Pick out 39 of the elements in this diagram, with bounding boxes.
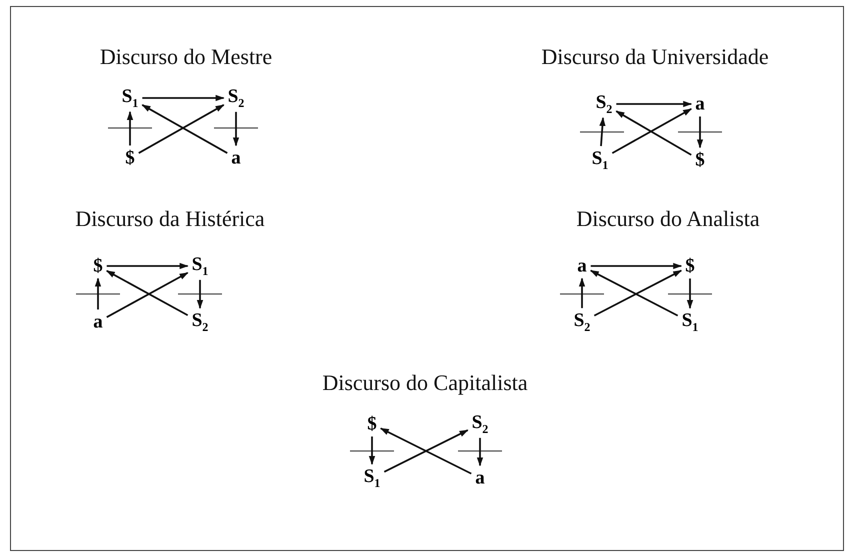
matheme-term: a (229, 148, 243, 168)
matheme-term: S$_{2}$ (190, 310, 210, 334)
matheme-term: S$_{2}$ (470, 412, 490, 436)
matheme-term: a (575, 256, 589, 276)
arrow (578, 278, 586, 308)
arrow (590, 262, 682, 270)
arrow (686, 278, 694, 309)
arrow (94, 278, 102, 310)
matheme-term: a (91, 312, 105, 332)
arrow (599, 117, 606, 146)
discourse-title: Discurso do Capitalista (322, 370, 528, 396)
arrow (616, 100, 692, 108)
matheme-term: S$_{2}$ (594, 92, 614, 116)
matheme-term: a (473, 468, 487, 488)
matheme-term: S$_{1}$ (680, 310, 700, 334)
matheme-term: $ (365, 414, 379, 434)
matheme-term: $ (693, 150, 707, 170)
discourse-title: Discurso do Mestre (100, 44, 272, 70)
arrow (476, 438, 484, 466)
discourse-title: Discurso da Universidade (541, 44, 769, 70)
arrow (196, 280, 204, 309)
matheme-term: S$_{2}$ (226, 86, 246, 110)
discourse-title: Discurso da Histérica (75, 206, 265, 232)
matheme-term: S$_{1}$ (590, 148, 610, 172)
arrow (142, 94, 225, 102)
discourse-title: Discurso do Analista (576, 206, 760, 232)
matheme-term: S$_{1}$ (362, 466, 382, 490)
arrow (232, 112, 240, 146)
matheme-term: $ (683, 256, 697, 276)
matheme-term: S$_{2}$ (572, 310, 592, 334)
arrow (106, 262, 189, 270)
matheme-term: $ (91, 256, 105, 276)
arrow (696, 116, 704, 148)
matheme-term: $ (123, 148, 137, 168)
arrow (368, 436, 376, 465)
arrow (126, 111, 134, 146)
matheme-term: S$_{1}$ (190, 254, 210, 278)
matheme-term: S$_{1}$ (120, 86, 140, 110)
matheme-term: a (693, 94, 707, 114)
